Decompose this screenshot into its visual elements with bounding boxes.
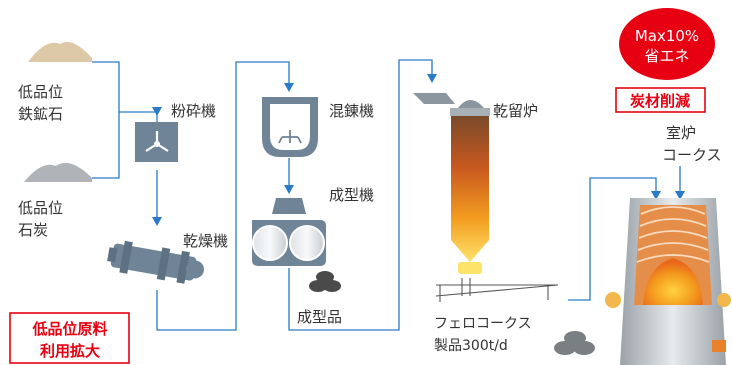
ore-material: 低品位 鉄鉱石 <box>18 41 92 123</box>
flow-line-ferro-to-bf <box>568 177 657 301</box>
coal-pile-icon <box>24 162 92 182</box>
carbonizer-shell-icon <box>450 108 490 116</box>
blast-furnace: 室炉 コークス <box>605 124 731 365</box>
carbon-reduction-badge: 炭材削減 <box>615 87 706 113</box>
carbonizer-conveyor-icon <box>435 278 559 302</box>
carbonizer-label: 乾留炉 <box>493 102 538 120</box>
carbonizer-body-icon <box>451 116 489 262</box>
flow-line-dryer-to-kneader <box>156 61 290 331</box>
energy-badge-line2: 省エネ <box>644 47 689 65</box>
briquette-pile-icon <box>309 271 341 292</box>
arrow-to-crusher <box>152 107 162 116</box>
coke-label-line1: 室炉 <box>666 124 696 142</box>
arrow-to-briquetter <box>284 185 294 194</box>
ore-pile-icon <box>28 41 92 62</box>
kneader-label: 混錬機 <box>329 102 374 120</box>
crusher: 粉砕機 <box>135 102 216 162</box>
coal-material: 低品位 石炭 <box>18 162 92 239</box>
briquetter-roll-right-icon <box>289 225 325 261</box>
lowgrade-badge-line2: 利用拡大 <box>40 342 100 360</box>
coke-label-line2: コークス <box>662 146 722 164</box>
carbonizer: 乾留炉 <box>413 93 559 302</box>
briquetter-roll-left-icon <box>252 225 288 261</box>
tuyere-right-icon <box>717 293 731 307</box>
briquetter: 成型機 <box>252 186 374 266</box>
arrow-coke-into-bf <box>675 191 685 200</box>
carbonizer-top-icon <box>458 100 484 108</box>
molded-product: 成型品 <box>297 271 342 326</box>
ore-label-line2: 鉄鉱石 <box>18 105 63 123</box>
rotary-dryer-icon <box>107 240 204 284</box>
dryer-label: 乾燥機 <box>183 232 228 250</box>
coal-label-line1: 低品位 <box>18 199 63 217</box>
burden-layers-icon <box>636 206 710 263</box>
coal-label-line2: 石炭 <box>18 221 48 239</box>
briquetter-hopper-icon <box>272 198 306 214</box>
arrow-to-carbonizer <box>427 74 437 83</box>
crusher-label: 粉砕機 <box>171 102 216 120</box>
low-grade-badge: 低品位原料 利用拡大 <box>9 312 130 364</box>
arrow-to-dryer <box>152 217 162 226</box>
ferro-coke-pile-icon <box>554 331 595 355</box>
briquetter-label: 成型機 <box>329 186 374 204</box>
kneader-blade-icon <box>278 130 302 144</box>
taphole-icon <box>712 340 726 352</box>
kneader: 混錬機 <box>262 97 374 157</box>
carbonizer-feed-chute-icon <box>413 93 455 104</box>
ore-label-line1: 低品位 <box>18 83 63 101</box>
energy-badge-line1: Max10% <box>635 27 699 45</box>
arrow-ferro-into-bf <box>651 191 661 200</box>
flow-line-coal <box>92 112 120 179</box>
tuyere-left-icon <box>605 292 621 308</box>
arrow-to-kneader <box>284 83 294 92</box>
energy-saving-badge: Max10% 省エネ <box>619 8 715 80</box>
product-label: 成型品 <box>297 308 342 326</box>
flow-line-ore <box>92 61 120 112</box>
ferro-coke-label-line1: フェロコークス <box>434 316 532 332</box>
ferro-coke: フェロコークス 製品300t/d <box>434 316 595 355</box>
blast-furnace-core-icon <box>643 258 703 305</box>
dryer: 乾燥機 <box>107 232 228 284</box>
carbon-badge-text: 炭材削減 <box>630 92 690 110</box>
lowgrade-badge-line1: 低品位原料 <box>31 320 107 338</box>
flow-line-briquetter-to-carbonizer <box>288 59 433 331</box>
ferro-coke-label-line2: 製品300t/d <box>434 338 508 354</box>
flow-lines <box>92 59 685 331</box>
